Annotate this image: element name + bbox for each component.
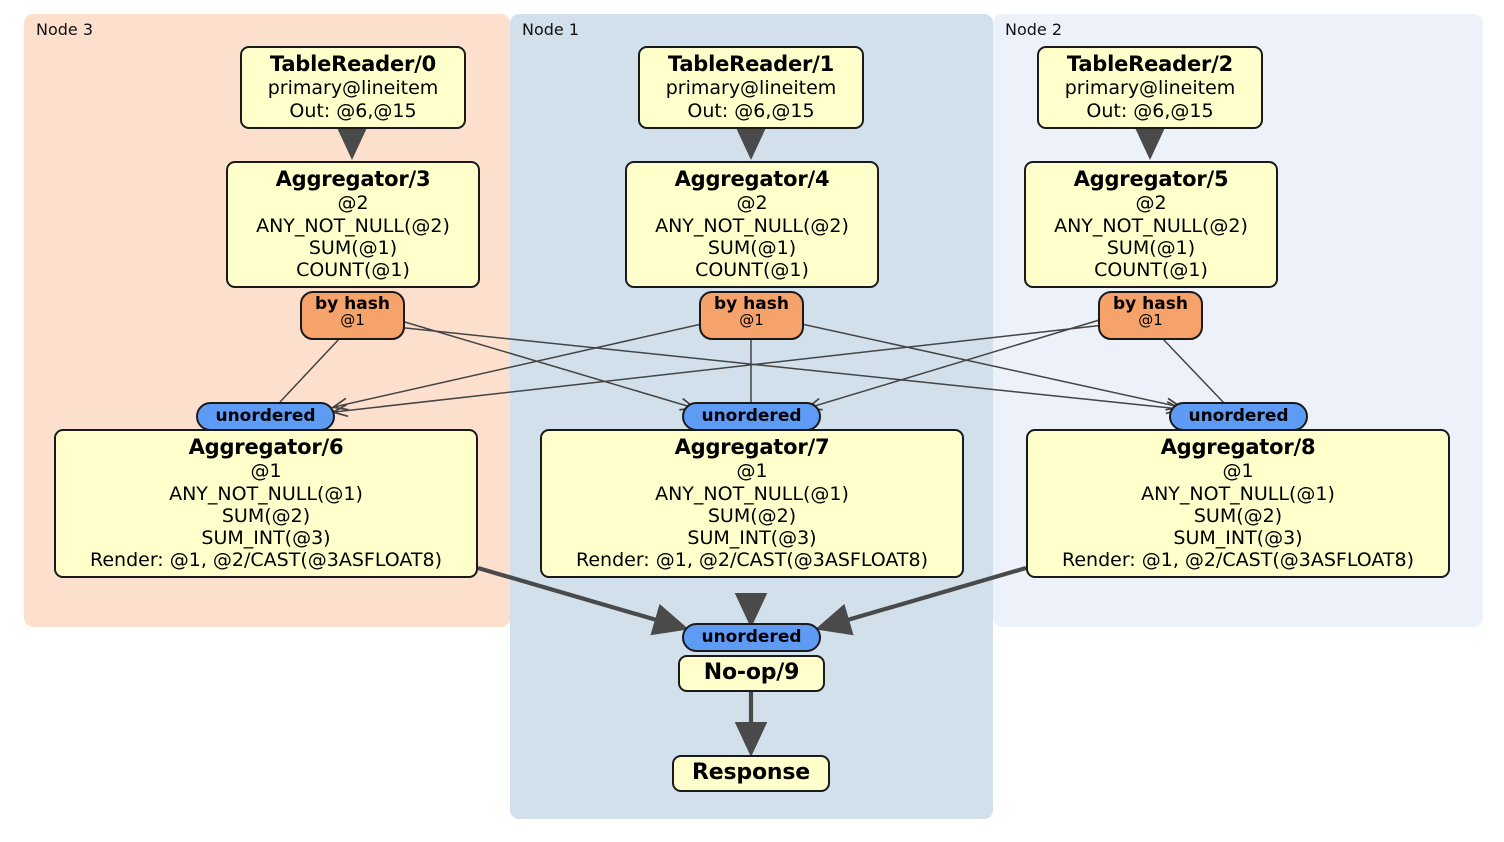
processor-detail-line: ANY_NOT_NULL(@2) bbox=[1054, 214, 1248, 237]
processor-render-line: Render: @1, @2/CAST(@3ASFLOAT8) bbox=[1062, 548, 1414, 571]
processor-detail-line: SUM(@2) bbox=[221, 504, 311, 527]
router-type-label: by hash bbox=[315, 294, 390, 314]
processor-detail-line: primary@lineitem bbox=[1064, 77, 1236, 100]
processor-table-reader-1[interactable]: TableReader/1 primary@lineitem Out: @6,@… bbox=[638, 46, 864, 129]
router-column-label: @1 bbox=[739, 311, 764, 330]
processor-title: Aggregator/8 bbox=[1160, 435, 1316, 459]
processor-aggregator-6[interactable]: Aggregator/6 @1 ANY_NOT_NULL(@1) SUM(@2)… bbox=[54, 429, 478, 579]
processor-title: Aggregator/7 bbox=[674, 435, 830, 459]
processor-detail-line: @2 bbox=[1135, 192, 1167, 215]
processor-title: Aggregator/4 bbox=[674, 167, 830, 191]
processor-aggregator-7[interactable]: Aggregator/7 @1 ANY_NOT_NULL(@1) SUM(@2)… bbox=[540, 429, 964, 579]
processor-aggregator-8[interactable]: Aggregator/8 @1 ANY_NOT_NULL(@1) SUM(@2)… bbox=[1026, 429, 1450, 579]
processor-title: TableReader/1 bbox=[667, 52, 835, 76]
processor-detail-line: SUM(@1) bbox=[707, 236, 797, 259]
processor-title: Aggregator/6 bbox=[188, 435, 344, 459]
processor-title: Response bbox=[692, 760, 810, 785]
router-unordered-final[interactable]: unordered bbox=[682, 623, 821, 652]
processor-detail-line: ANY_NOT_NULL(@1) bbox=[169, 482, 363, 505]
region-node-3-label: Node 3 bbox=[36, 20, 94, 39]
processor-detail-line: COUNT(@1) bbox=[296, 258, 410, 281]
processor-detail-line: SUM_INT(@3) bbox=[201, 526, 331, 549]
processor-render-line: Render: @1, @2/CAST(@3ASFLOAT8) bbox=[576, 548, 928, 571]
processor-detail-line: SUM(@1) bbox=[308, 236, 398, 259]
processor-detail-line: SUM(@2) bbox=[1193, 504, 1283, 527]
processor-title: TableReader/2 bbox=[1066, 52, 1234, 76]
router-column-label: @1 bbox=[1138, 311, 1163, 330]
router-type-label: unordered bbox=[701, 406, 802, 427]
processor-detail-line: COUNT(@1) bbox=[695, 258, 809, 281]
processor-detail-line: Out: @6,@15 bbox=[289, 99, 417, 122]
processor-title: Aggregator/5 bbox=[1073, 167, 1229, 191]
router-column-label: @1 bbox=[340, 311, 365, 330]
processor-detail-line: COUNT(@1) bbox=[1094, 258, 1208, 281]
region-node-1-label: Node 1 bbox=[522, 20, 580, 39]
router-unordered-right[interactable]: unordered bbox=[1169, 402, 1308, 431]
processor-detail-line: ANY_NOT_NULL(@2) bbox=[256, 214, 450, 237]
processor-noop-9[interactable]: No-op/9 bbox=[678, 655, 825, 692]
router-type-label: by hash bbox=[1113, 294, 1188, 314]
processor-aggregator-3[interactable]: Aggregator/3 @2 ANY_NOT_NULL(@2) SUM(@1)… bbox=[226, 161, 480, 288]
processor-table-reader-2[interactable]: TableReader/2 primary@lineitem Out: @6,@… bbox=[1037, 46, 1263, 129]
router-by-hash-0[interactable]: by hash @1 bbox=[300, 291, 405, 340]
router-type-label: unordered bbox=[701, 627, 802, 648]
processor-title: TableReader/0 bbox=[269, 52, 437, 76]
processor-detail-line: @1 bbox=[736, 460, 768, 483]
processor-detail-line: SUM_INT(@3) bbox=[687, 526, 817, 549]
processor-detail-line: SUM(@2) bbox=[707, 504, 797, 527]
processor-response[interactable]: Response bbox=[672, 755, 830, 792]
processor-detail-line: SUM(@1) bbox=[1106, 236, 1196, 259]
router-type-label: unordered bbox=[1188, 406, 1289, 427]
region-node-2-label: Node 2 bbox=[1005, 20, 1063, 39]
router-type-label: unordered bbox=[215, 406, 316, 427]
processor-title: No-op/9 bbox=[703, 660, 800, 685]
processor-detail-line: Out: @6,@15 bbox=[687, 99, 815, 122]
router-by-hash-2[interactable]: by hash @1 bbox=[1098, 291, 1203, 340]
processor-detail-line: @1 bbox=[250, 460, 282, 483]
processor-detail-line: primary@lineitem bbox=[267, 77, 439, 100]
processor-title: Aggregator/3 bbox=[275, 167, 431, 191]
processor-table-reader-0[interactable]: TableReader/0 primary@lineitem Out: @6,@… bbox=[240, 46, 466, 129]
router-unordered-left[interactable]: unordered bbox=[196, 402, 335, 431]
processor-detail-line: Out: @6,@15 bbox=[1086, 99, 1214, 122]
processor-detail-line: primary@lineitem bbox=[665, 77, 837, 100]
processor-detail-line: @1 bbox=[1222, 460, 1254, 483]
processor-aggregator-5[interactable]: Aggregator/5 @2 ANY_NOT_NULL(@2) SUM(@1)… bbox=[1024, 161, 1278, 288]
processor-detail-line: SUM_INT(@3) bbox=[1173, 526, 1303, 549]
router-unordered-center[interactable]: unordered bbox=[682, 402, 821, 431]
processor-detail-line: ANY_NOT_NULL(@1) bbox=[655, 482, 849, 505]
processor-detail-line: @2 bbox=[337, 192, 369, 215]
router-by-hash-1[interactable]: by hash @1 bbox=[699, 291, 804, 340]
processor-aggregator-4[interactable]: Aggregator/4 @2 ANY_NOT_NULL(@2) SUM(@1)… bbox=[625, 161, 879, 288]
processor-render-line: Render: @1, @2/CAST(@3ASFLOAT8) bbox=[90, 548, 442, 571]
processor-detail-line: ANY_NOT_NULL(@2) bbox=[655, 214, 849, 237]
processor-detail-line: @2 bbox=[736, 192, 768, 215]
router-type-label: by hash bbox=[714, 294, 789, 314]
processor-detail-line: ANY_NOT_NULL(@1) bbox=[1141, 482, 1335, 505]
